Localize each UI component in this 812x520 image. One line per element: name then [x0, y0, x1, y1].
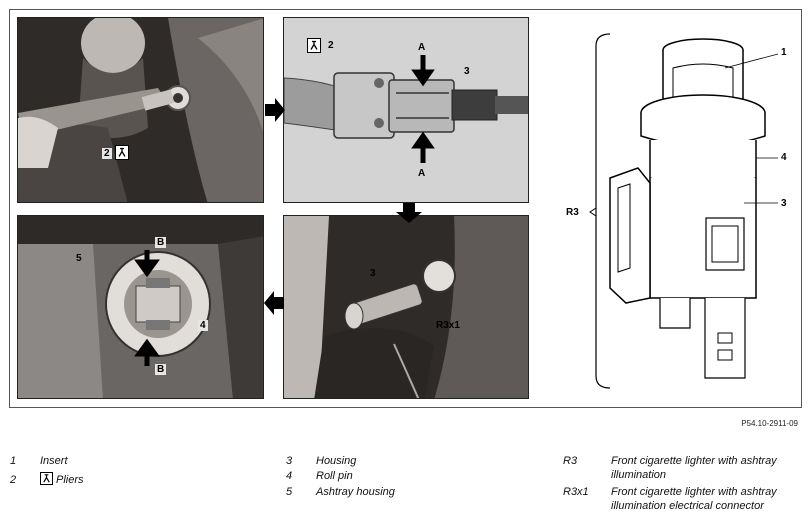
- pliers-icon: [307, 38, 321, 53]
- lighter-assembly-drawing: [589, 33, 779, 389]
- photo-pliers-on-lighter: 2: [17, 17, 264, 203]
- figure-reference: P54.10-2911-09: [741, 419, 798, 428]
- legend-num: 5: [286, 486, 293, 498]
- label-3: 3: [464, 66, 470, 77]
- arrow-right-icon: [265, 98, 285, 122]
- pliers-icon: [40, 472, 53, 485]
- legend-text: illumination: [611, 469, 667, 481]
- label-1: 1: [781, 47, 787, 58]
- label-3: 3: [370, 268, 376, 279]
- label-2: 2: [328, 40, 334, 51]
- label-a-top: A: [418, 42, 426, 53]
- legend-text: Insert: [40, 455, 68, 467]
- legend-text: Front cigarette lighter with ashtray: [611, 455, 777, 467]
- label-2: 2: [102, 148, 112, 159]
- label-r3: R3: [566, 207, 579, 218]
- label-4: 4: [198, 320, 208, 331]
- legend-num: 3: [286, 455, 293, 467]
- legend-num: 1: [10, 455, 17, 467]
- label-r3x1: R3x1: [436, 320, 460, 331]
- arrow-left-icon: [264, 291, 284, 315]
- legend-num: R3: [563, 455, 578, 467]
- legend-text: Ashtray housing: [316, 486, 395, 498]
- legend-text: Roll pin: [316, 470, 353, 482]
- legend-num: R3x1: [563, 486, 589, 498]
- legend-text: Pliers: [56, 474, 84, 486]
- photo-lighter-insert-closeup: 2 3 A A: [283, 17, 529, 203]
- legend-text-pliers: Pliers: [40, 472, 84, 487]
- label-b-top: B: [155, 237, 167, 248]
- legend-text: Housing: [316, 455, 357, 467]
- pliers-icon: [115, 145, 129, 160]
- legend-num: 4: [286, 470, 293, 482]
- label-a-bottom: A: [418, 168, 426, 179]
- label-b-bottom: B: [155, 364, 167, 375]
- label-4: 4: [781, 152, 787, 163]
- photo-ashtray-housing: 5 4 B B: [17, 215, 264, 399]
- legend-text: Front cigarette lighter with ashtray: [611, 486, 777, 498]
- label-5: 5: [76, 253, 82, 264]
- photo-lighter-removed: 3 R3x1: [283, 215, 529, 399]
- arrow-down-icon: [396, 203, 422, 223]
- legend-num: 2: [10, 474, 17, 486]
- legend-text: illumination electrical connector: [611, 500, 764, 512]
- label-3: 3: [781, 198, 787, 209]
